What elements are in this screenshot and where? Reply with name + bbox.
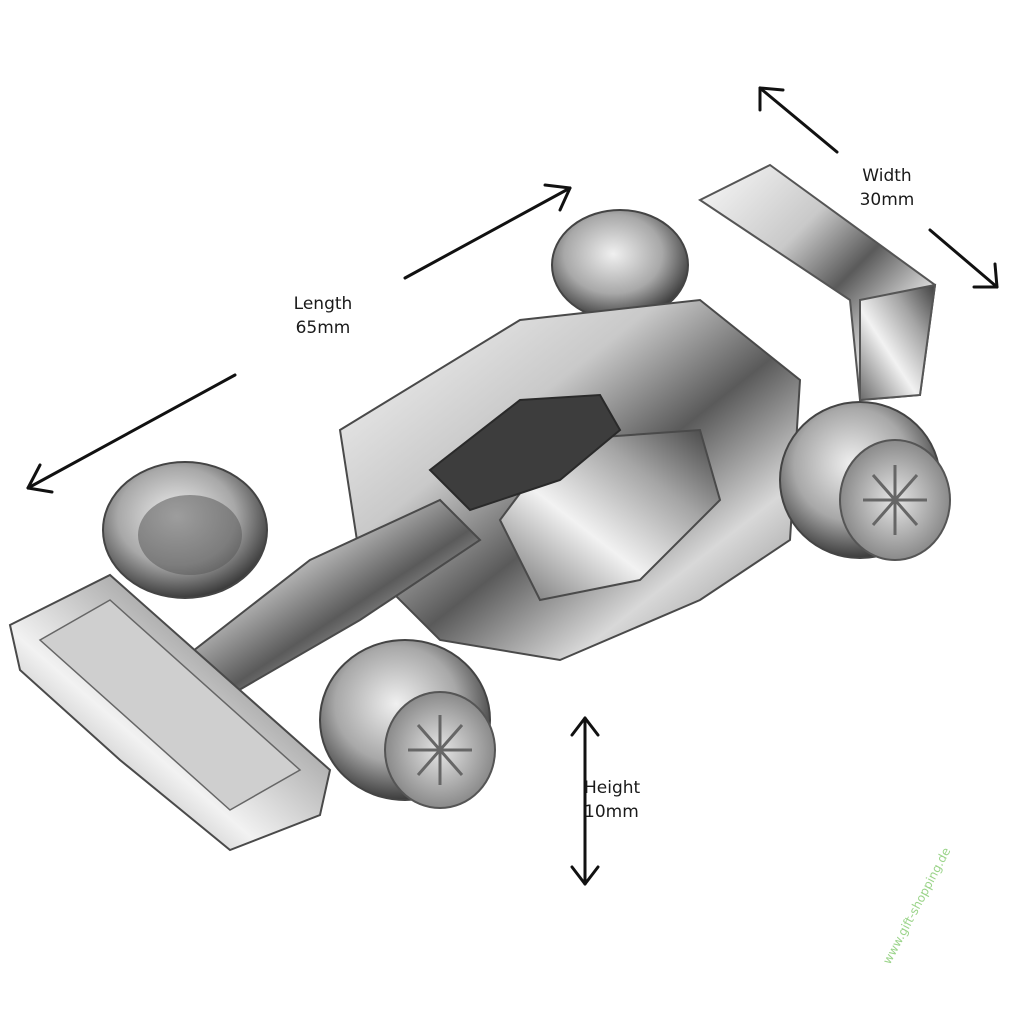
length-arrow-icon xyxy=(26,183,572,494)
width-value: 30mm xyxy=(859,190,915,210)
height-arrow-icon xyxy=(570,716,600,886)
height-title: Height xyxy=(584,778,641,798)
height-value: 10mm xyxy=(584,802,639,822)
length-value: 65mm xyxy=(295,318,351,338)
width-arrow-icon xyxy=(758,86,999,289)
car-body xyxy=(8,163,951,852)
length-title: Length xyxy=(293,294,353,314)
height-label: Height 10mm xyxy=(584,776,674,824)
width-label: Width 30mm xyxy=(832,164,942,212)
length-label: Length 65mm xyxy=(268,292,378,340)
width-title: Width xyxy=(862,166,912,186)
cockpit xyxy=(428,393,622,512)
